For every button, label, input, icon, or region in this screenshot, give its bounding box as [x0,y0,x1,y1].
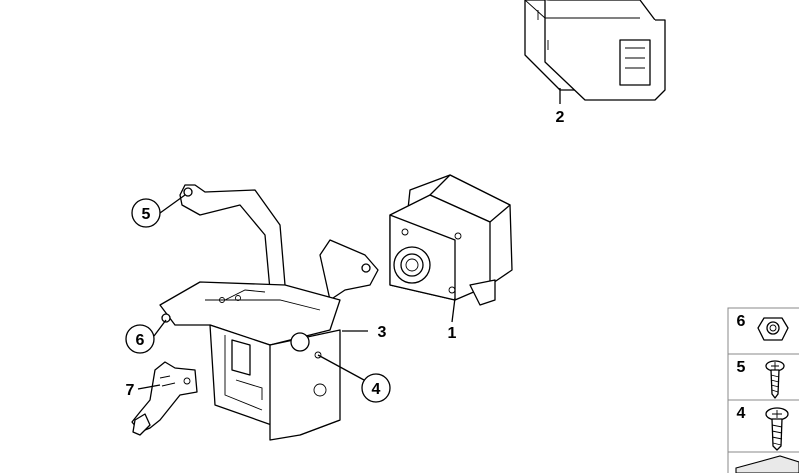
leader-line-7 [137,384,161,390]
sidebar-label-5: 5 [737,359,746,376]
callout-4[interactable]: 4 [372,381,381,398]
control-module-part[interactable] [524,0,666,101]
sidebar-cell-4 [727,399,799,453]
sidebar-label-4: 4 [737,405,746,422]
callout-1[interactable]: 1 [448,325,457,342]
callout-2[interactable]: 2 [556,109,565,126]
camera-unit-part[interactable] [389,174,513,306]
leader-line-1 [451,297,456,323]
callout-5[interactable]: 5 [142,206,151,223]
leader-line-6 [153,319,167,337]
leader-line-4 [317,354,365,381]
callout-7[interactable]: 7 [126,382,135,399]
callout-4-circle [361,373,391,403]
mounting-bracket-part[interactable] [159,184,379,441]
callout-5-circle [131,198,161,228]
leader-line-5 [159,194,186,214]
wedge-part-icon [735,455,799,473]
sidebar-label-6: 6 [737,313,746,330]
callout-6[interactable]: 6 [136,332,145,349]
callout-3[interactable]: 3 [378,324,387,341]
torx-bolt-icon [765,407,789,451]
fastener-sidebar: 6 5 4 [727,307,799,473]
connector-part[interactable] [131,361,198,436]
screw-icon [765,360,785,399]
callout-6-circle [125,324,155,354]
sidebar-cell-5 [727,353,799,401]
hex-nut-icon [757,317,789,341]
